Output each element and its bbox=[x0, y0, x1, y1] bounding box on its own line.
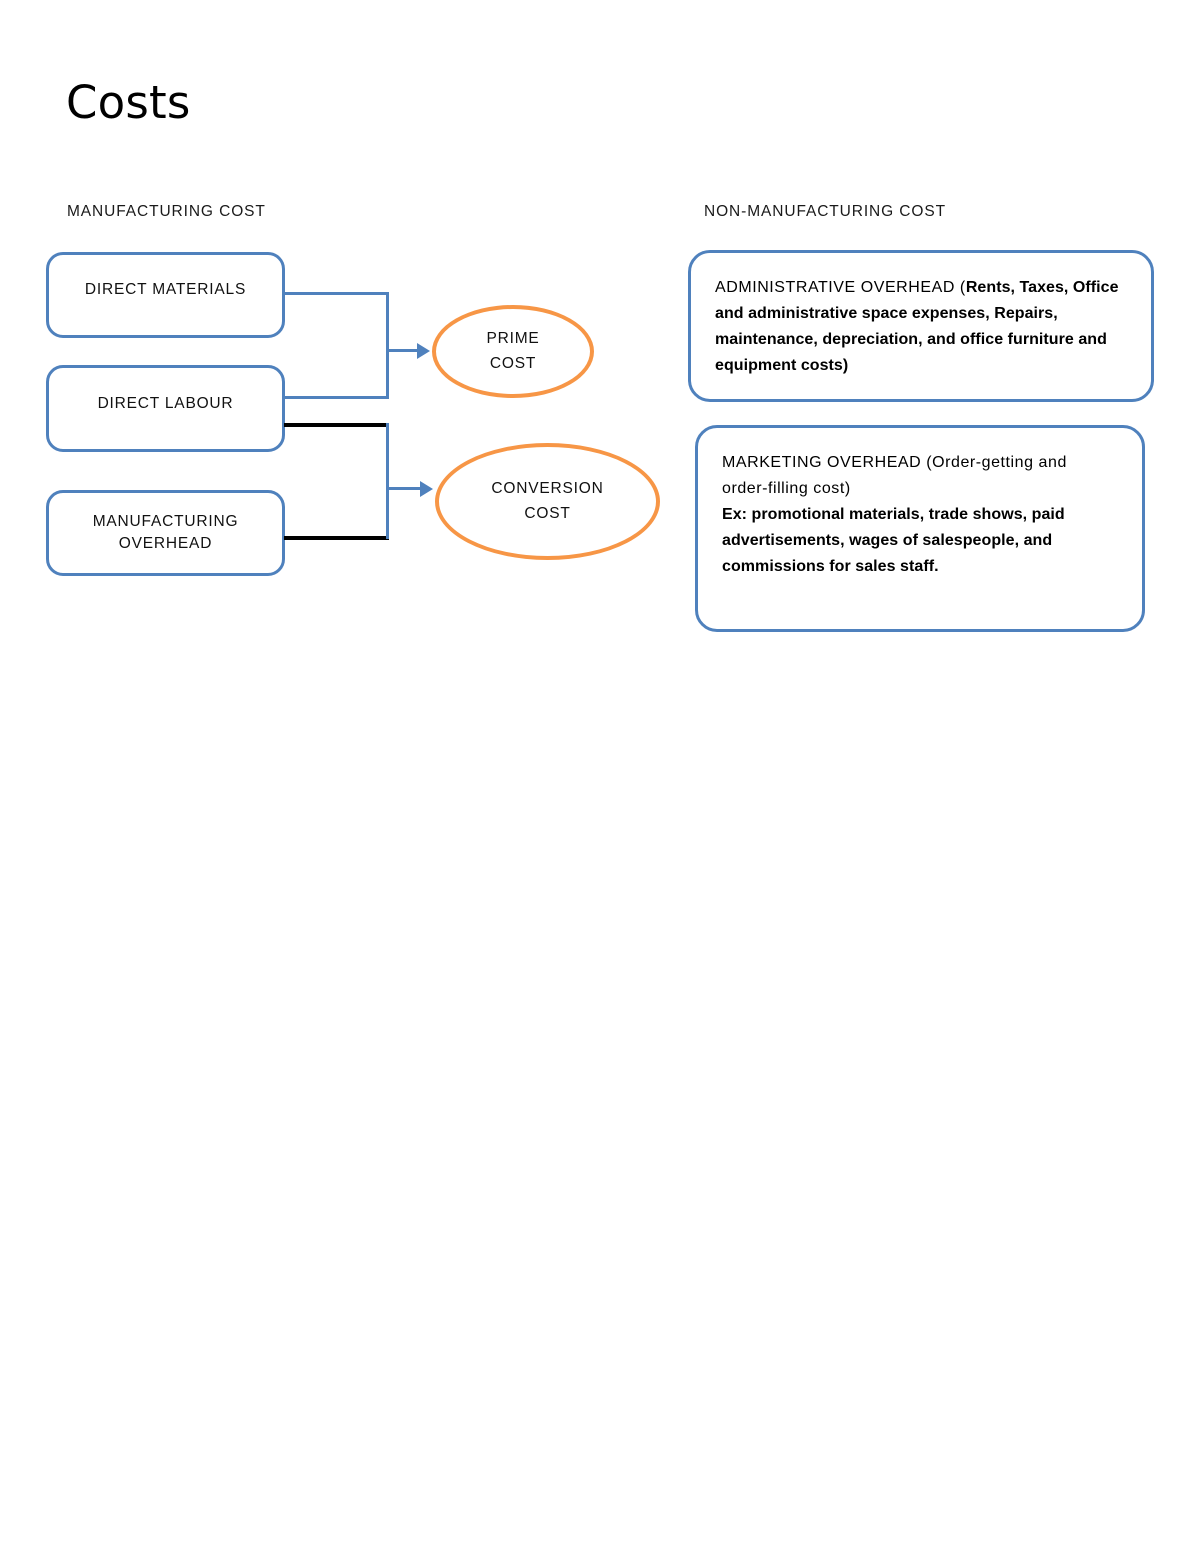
ellipse-conversion-cost-line1: CONVERSION bbox=[491, 479, 604, 497]
arrow-to-conversion-cost-line bbox=[388, 487, 421, 490]
box-manufacturing-overhead-label-line2: OVERHEAD bbox=[118, 535, 213, 553]
connector-prime-bracket-vertical bbox=[386, 292, 389, 399]
ellipse-conversion-cost-line2: COST bbox=[524, 504, 571, 522]
ellipse-prime-cost-line1: PRIME bbox=[486, 329, 540, 347]
non-manufacturing-cost-header: NON-MANUFACTURING COST bbox=[704, 203, 946, 220]
box-direct-materials-label: DIRECT MATERIALS bbox=[84, 281, 247, 298]
connector-conversion-bracket-vertical bbox=[386, 423, 389, 539]
box-direct-labour[interactable]: DIRECT LABOUR bbox=[46, 365, 285, 452]
marketing-overhead-lede: MARKETING OVERHEAD (Order-getting and or… bbox=[722, 454, 1067, 497]
connector-direct-materials-horizontal bbox=[285, 292, 388, 295]
ellipse-conversion-cost[interactable]: CONVERSION COST bbox=[435, 443, 660, 560]
connector-direct-labour-horizontal-top bbox=[285, 396, 388, 399]
administrative-overhead-lede: ADMINISTRATIVE OVERHEAD ( bbox=[715, 279, 966, 296]
box-direct-materials[interactable]: DIRECT MATERIALS bbox=[46, 252, 285, 338]
ellipse-prime-cost-line2: COST bbox=[489, 354, 537, 372]
box-marketing-overhead[interactable]: MARKETING OVERHEAD (Order-getting and or… bbox=[695, 425, 1145, 632]
manufacturing-cost-header: MANUFACTURING COST bbox=[67, 203, 266, 220]
page-title: Costs bbox=[66, 76, 191, 129]
arrow-to-prime-cost-head-icon bbox=[417, 342, 430, 359]
marketing-overhead-body: Ex: promotional materials, trade shows, … bbox=[722, 505, 1065, 575]
administrative-overhead-text: ADMINISTRATIVE OVERHEAD (Rents, Taxes, O… bbox=[715, 275, 1125, 379]
box-administrative-overhead[interactable]: ADMINISTRATIVE OVERHEAD (Rents, Taxes, O… bbox=[688, 250, 1154, 402]
ellipse-prime-cost[interactable]: PRIME COST bbox=[432, 305, 594, 398]
box-direct-labour-label: DIRECT LABOUR bbox=[97, 395, 234, 412]
box-manufacturing-overhead-label-line1: MANUFACTURING bbox=[92, 513, 239, 530]
box-manufacturing-overhead[interactable]: MANUFACTURING OVERHEAD bbox=[46, 490, 285, 576]
arrow-to-conversion-cost-head-icon bbox=[420, 480, 433, 497]
connector-manufacturing-overhead-horizontal bbox=[284, 536, 389, 540]
arrow-to-prime-cost-line bbox=[388, 349, 419, 352]
administrative-overhead-body: Rents, Taxes, Office and administrative … bbox=[715, 279, 1119, 374]
connector-direct-labour-horizontal-bottom bbox=[284, 423, 389, 427]
